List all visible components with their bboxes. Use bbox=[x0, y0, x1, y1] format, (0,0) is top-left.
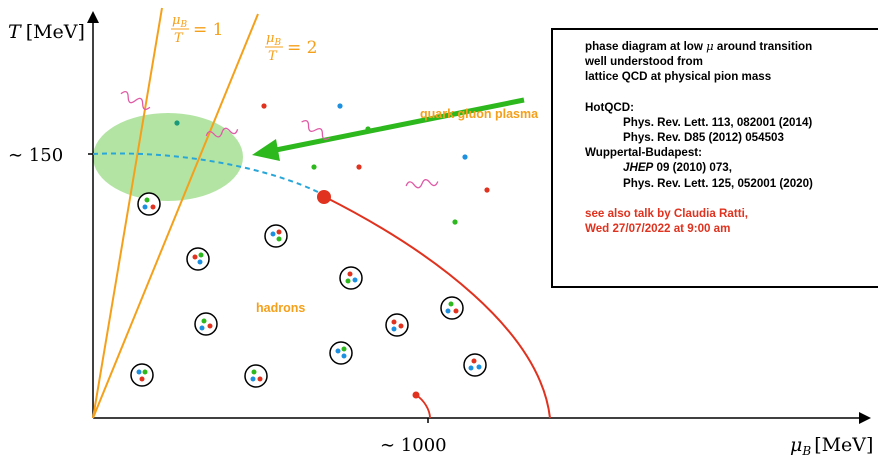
ref-hotqcd-1: Phys. Rev. Lett. 113, 082001 (2014) bbox=[623, 115, 813, 129]
ref-talk-1: see also talk by Claudia Ratti, bbox=[585, 206, 749, 220]
free-quark-red bbox=[484, 187, 490, 193]
svg-text:T: T bbox=[174, 31, 184, 46]
ref-hotqcd-2: Phys. Rev. D85 (2012) 054503 bbox=[623, 131, 784, 145]
nuclear-endpoint bbox=[412, 391, 420, 399]
svg-text:= 2: = 2 bbox=[287, 38, 317, 58]
gluon-wiggle bbox=[205, 127, 239, 138]
qgp-label: quark gluon plasma bbox=[420, 107, 539, 121]
crossover-dashed-line bbox=[92, 152, 323, 195]
hadrons-label: hadrons bbox=[256, 301, 305, 315]
ref-hotqcd-heading: HotQCD: bbox=[585, 100, 634, 114]
hadron bbox=[130, 363, 154, 387]
hadron bbox=[264, 224, 288, 248]
free-quark-green bbox=[311, 164, 317, 170]
hadron bbox=[440, 296, 464, 320]
hadron bbox=[194, 312, 218, 336]
ref-intro-line-2: well understood from bbox=[585, 55, 703, 69]
label-mu-over-t-2: μB T = 2 bbox=[265, 31, 317, 64]
free-quark-green bbox=[365, 126, 371, 132]
ref-talk-2: Wed 27/07/2022 at 9:00 am bbox=[585, 222, 731, 236]
line-mu-over-t-1 bbox=[92, 7, 163, 419]
x-axis-label: μB[MeV] bbox=[790, 434, 873, 458]
qgp-pointer-arrowhead bbox=[252, 139, 280, 161]
ref-intro-line-3: lattice QCD at physical pion mass bbox=[585, 70, 772, 84]
hadron bbox=[244, 364, 268, 388]
ref-wb-heading: Wuppertal-Budapest: bbox=[585, 146, 703, 160]
free-quark-red bbox=[261, 103, 267, 109]
x-tick-label: ∼ 1000 bbox=[380, 435, 447, 456]
gluon-wiggle bbox=[405, 179, 439, 189]
hadron bbox=[137, 192, 161, 216]
svg-text:μB: μB bbox=[266, 31, 281, 48]
free-quark-red bbox=[356, 164, 362, 170]
hadron bbox=[186, 247, 210, 271]
gluon-wiggle bbox=[301, 120, 330, 140]
free-quark-blue bbox=[337, 103, 343, 109]
label-mu-over-t-1: μB T = 1 bbox=[171, 13, 223, 46]
line-mu-over-t-2 bbox=[92, 13, 259, 419]
nuclear-transition-line bbox=[415, 394, 431, 419]
free-quark-blue bbox=[462, 154, 468, 160]
y-tick-label: ∼ 150 bbox=[8, 145, 63, 166]
free-quark-teal bbox=[174, 120, 180, 126]
free-quark-green bbox=[452, 219, 458, 225]
references-box: phase diagram at low μ around transition… bbox=[551, 28, 878, 288]
ref-wb-2: Phys. Rev. Lett. 125, 052001 (2020) bbox=[623, 176, 813, 190]
hadron bbox=[463, 353, 487, 377]
ref-wb-1: JHEP 09 (2010) 073, bbox=[623, 161, 732, 175]
hadron bbox=[339, 266, 363, 290]
hadron bbox=[385, 313, 409, 337]
critical-point bbox=[317, 190, 331, 204]
gluon-wiggle bbox=[120, 91, 151, 111]
ref-intro-line-1: phase diagram at low μ around transition bbox=[585, 39, 813, 53]
svg-text:= 1: = 1 bbox=[193, 20, 223, 40]
hadron bbox=[329, 341, 353, 365]
first-order-line bbox=[324, 196, 551, 419]
qgp-pointer-arrow bbox=[265, 97, 525, 155]
svg-text:T: T bbox=[268, 49, 278, 64]
svg-text:μB: μB bbox=[172, 13, 187, 30]
crossover-region-ellipse bbox=[93, 113, 243, 201]
y-axis-label: T[MeV] bbox=[8, 21, 85, 43]
